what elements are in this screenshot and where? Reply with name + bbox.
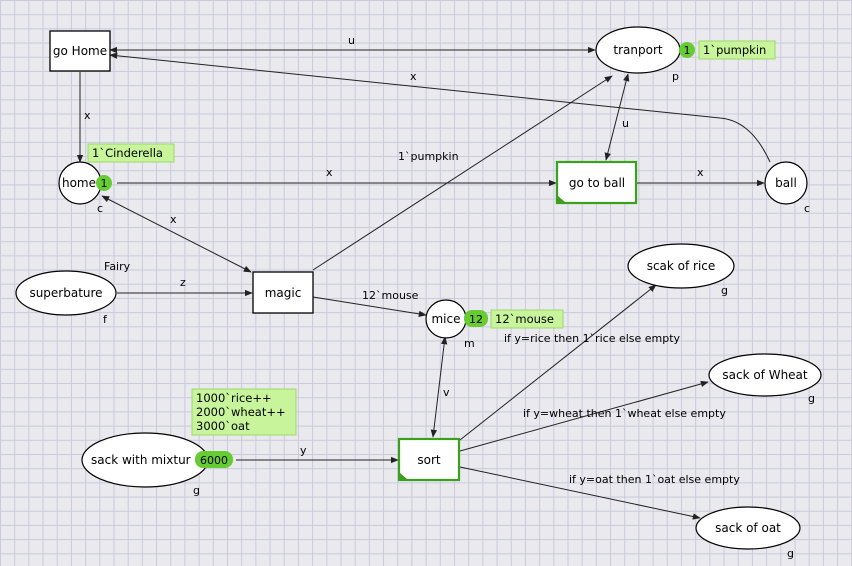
place-ball[interactable]: ball — [764, 161, 808, 205]
transition-sort[interactable]: sort — [397, 437, 461, 482]
arc-sort-wheat[interactable] — [459, 380, 709, 452]
arc-label-mixture-sort: y — [300, 444, 307, 457]
arc-label-tranport-gotoball: u — [622, 117, 629, 130]
place-home-marking[interactable]: 1`Cinderella — [87, 143, 175, 163]
place-sack-with-mixture-token[interactable]: 6000 — [195, 451, 233, 468]
place-superbature-above: Fairy — [104, 260, 131, 273]
arc-label-sort-rice: if y=rice then 1`rice else empty — [504, 332, 681, 345]
place-sack-with-mixture-type: g — [193, 484, 200, 497]
place-tranport-marking-text: 1`pumpkin — [703, 43, 766, 57]
transition-go-to-ball-label: go to ball — [569, 176, 625, 190]
arc-tranport-gotoball[interactable] — [604, 73, 630, 161]
arc-label-magic-mice: 12`mouse — [362, 289, 419, 302]
arc-mice-sort[interactable] — [430, 336, 448, 438]
place-tranport[interactable]: tranport — [595, 26, 681, 74]
arc-label-gohome-tranport: u — [348, 34, 355, 47]
place-sack-of-wheat-type: g — [808, 392, 815, 405]
place-sack-with-mixture-marking[interactable]: 1000`rice++ 2000`wheat++ 3000`oat — [191, 388, 297, 436]
place-mice-label: mice — [431, 312, 460, 326]
arc-label-gohome-home: x — [84, 109, 91, 122]
place-superbature-type: f — [103, 313, 108, 326]
arc-label-magic-tranport: 1`pumpkin — [398, 150, 459, 163]
arc-home-magic[interactable] — [101, 195, 252, 273]
place-mice-marking[interactable]: 12`mouse — [490, 309, 564, 329]
transition-go-home-label: go Home — [53, 44, 107, 58]
arc-label-ball-gohome: x — [410, 70, 417, 83]
place-sack-with-mixture-label: sack with mixtur — [91, 453, 191, 467]
arc-label-sort-wheat: if y=wheat then 1`wheat else empty — [523, 407, 726, 420]
place-ball-type: c — [804, 202, 810, 215]
arc-label-home-gotoball: x — [326, 166, 333, 179]
place-home-token-count: 1 — [101, 177, 108, 190]
place-sack-of-wheat-label: sack of Wheat — [722, 368, 808, 382]
arc-magic-tranport[interactable] — [312, 75, 613, 271]
place-sack-with-mixture-token-count: 6000 — [200, 454, 228, 467]
transition-go-home[interactable]: go Home — [49, 30, 111, 72]
place-sack-with-mixture-marking-line-3: 3000`oat — [196, 419, 250, 433]
transition-magic[interactable]: magic — [252, 271, 314, 314]
place-sack-with-mixture-marking-line-2: 2000`wheat++ — [196, 405, 286, 419]
place-mice-type: m — [464, 337, 475, 350]
place-ball-label: ball — [775, 176, 797, 190]
place-sack-of-oat[interactable]: sack of oat — [695, 506, 801, 550]
place-home[interactable]: home — [58, 161, 102, 205]
arc-label-sort-oat: if y=oat then 1`oat else empty — [569, 473, 740, 486]
place-tranport-type: p — [672, 70, 679, 83]
place-sack-with-mixture-marking-line-1: 1000`rice++ — [196, 391, 272, 405]
arc-label-mice-sort: v — [443, 386, 450, 399]
arc-label-gotoball-ball: x — [697, 166, 704, 179]
place-sack-with-mixture[interactable]: sack with mixtur — [81, 432, 209, 488]
place-home-label: home — [62, 176, 96, 190]
place-mice-marking-text: 12`mouse — [495, 312, 554, 326]
place-superbature-label: superbature — [29, 286, 102, 300]
arc-label-superbature-magic: z — [180, 276, 186, 289]
transition-sort-label: sort — [417, 453, 441, 467]
place-scak-of-rice[interactable]: scak of rice — [627, 243, 735, 289]
arc-sort-rice[interactable] — [459, 284, 657, 441]
place-mice-token-count: 12 — [469, 313, 483, 326]
transition-magic-label: magic — [265, 286, 302, 300]
place-tranport-token[interactable]: 1 — [679, 42, 695, 58]
place-tranport-label: tranport — [613, 43, 662, 57]
arc-ball-gohome[interactable] — [109, 52, 771, 163]
place-mice-token[interactable]: 12 — [464, 310, 488, 327]
place-superbature[interactable]: superbature — [15, 270, 117, 316]
place-sack-of-oat-label: sack of oat — [715, 521, 781, 535]
transition-go-to-ball[interactable]: go to ball — [555, 160, 638, 205]
place-tranport-token-count: 1 — [684, 44, 691, 57]
arc-label-home-magic: x — [170, 213, 177, 226]
place-scak-of-rice-type: g — [721, 284, 728, 297]
place-home-marking-text: 1`Cinderella — [92, 146, 163, 160]
place-home-token[interactable]: 1 — [96, 175, 112, 191]
place-sack-of-wheat[interactable]: sack of Wheat — [708, 353, 822, 397]
place-scak-of-rice-label: scak of rice — [647, 259, 716, 273]
place-home-type: c — [97, 202, 103, 215]
place-mice[interactable]: mice — [425, 299, 467, 339]
arc-sort-oat[interactable] — [459, 466, 701, 520]
place-sack-of-oat-type: g — [787, 547, 794, 560]
place-tranport-marking[interactable]: 1`pumpkin — [698, 40, 776, 60]
arc-magic-mice[interactable] — [312, 296, 427, 318]
